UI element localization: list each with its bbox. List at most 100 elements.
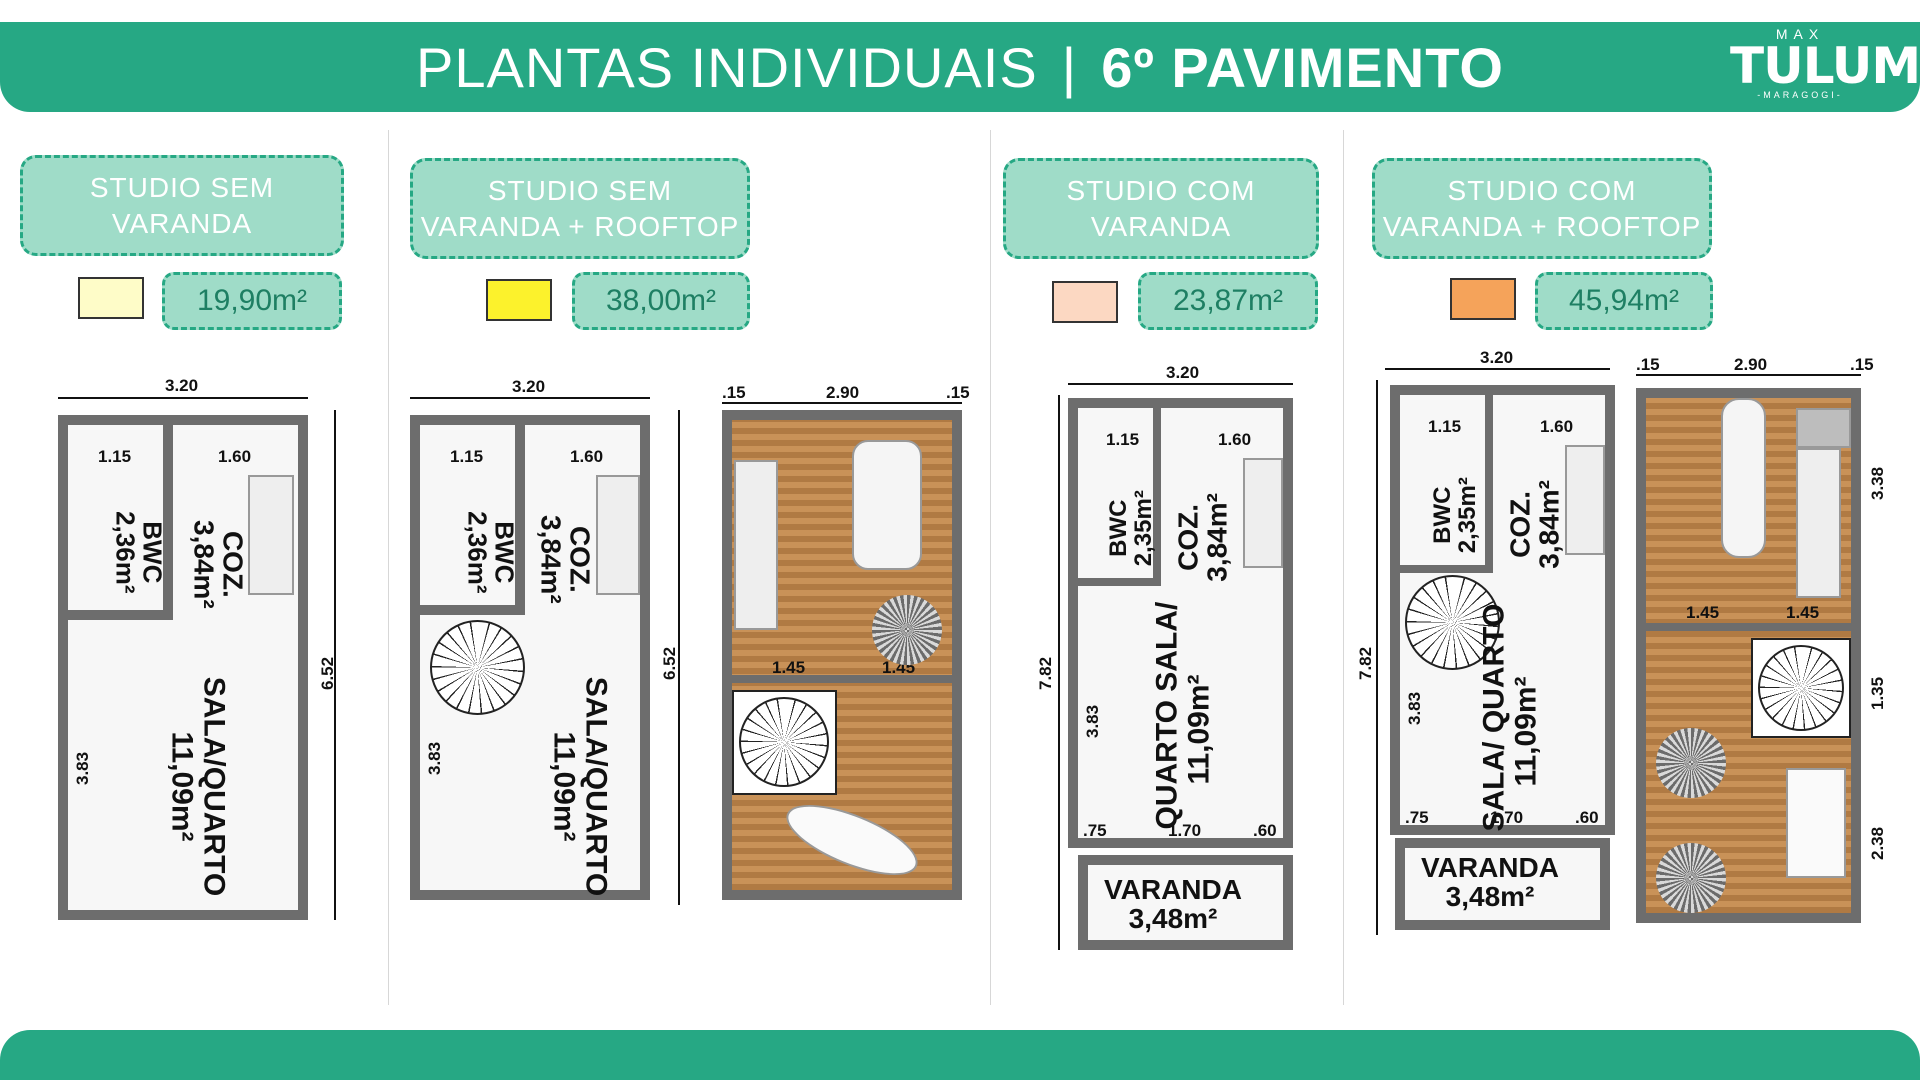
plan-1-bwc-width: 1.15 bbox=[98, 447, 132, 466]
plan-1-kitchen-counter bbox=[248, 475, 294, 595]
plan-2-bwc-width: 1.15 bbox=[450, 447, 484, 466]
unit-4-label-line2: VARANDA + ROOFTOP bbox=[1382, 210, 1702, 242]
roof-2-edge-right: .15 bbox=[946, 383, 970, 402]
unit-3-color-swatch bbox=[1052, 281, 1118, 323]
plan-2-kitchen-counter bbox=[596, 475, 640, 595]
plan-3-height-dim: 7.82 bbox=[1036, 656, 1055, 690]
plan-4-spiral-stair bbox=[1405, 575, 1500, 670]
column-divider bbox=[1343, 130, 1344, 1005]
unit-4-area: 45,94m² bbox=[1535, 272, 1713, 330]
logo-main: TULUM bbox=[1730, 37, 1920, 95]
plan-3-kitchen-counter bbox=[1243, 458, 1283, 568]
plan-4-dim-c: .60 bbox=[1575, 808, 1599, 827]
unit-2-area: 38,00m² bbox=[572, 272, 750, 330]
plan-3-height-line bbox=[1058, 395, 1060, 950]
unit-3-label: STUDIO COM VARANDA bbox=[1003, 158, 1319, 259]
roof-4-counter bbox=[1796, 408, 1851, 448]
plan-3-wall bbox=[1078, 578, 1158, 586]
unit-3-area: 23,87m² bbox=[1138, 272, 1318, 330]
plan-2-width-dim: 3.20 bbox=[512, 377, 546, 396]
plan-1-coz: COZ.3,84m² bbox=[188, 520, 249, 609]
plan-1-sala-height: 3.83 bbox=[73, 751, 92, 785]
footer-band bbox=[0, 1030, 1920, 1080]
roof-4-plant-icon bbox=[1656, 843, 1726, 913]
roof-4-spiral-stair bbox=[1758, 645, 1844, 731]
roof-4-side-dim-3: 2.38 bbox=[1868, 826, 1887, 860]
plan-3-bwc-width: 1.15 bbox=[1106, 430, 1140, 449]
plan-1-width-dim: 3.20 bbox=[165, 376, 199, 395]
plan-4-dim-a: .75 bbox=[1405, 808, 1429, 827]
roof-4-table bbox=[1721, 398, 1766, 558]
roof-4-daybed bbox=[1786, 768, 1846, 878]
roof-2-plant-icon bbox=[872, 595, 942, 665]
logo-top: MAX bbox=[1775, 26, 1825, 42]
unit-2-label-line2: VARANDA + ROOFTOP bbox=[420, 210, 740, 242]
plan-4-height-dim: 7.82 bbox=[1356, 646, 1375, 680]
roof-4-bbq-counter bbox=[1796, 448, 1841, 598]
unit-1-label-line1: STUDIO SEM bbox=[89, 171, 275, 203]
plan-4-kitchen-counter bbox=[1565, 445, 1605, 555]
title-light: PLANTAS INDIVIDUAIS bbox=[416, 35, 1038, 99]
roof-2-edge-left: .15 bbox=[722, 383, 746, 402]
roof-4-edge-left: .15 bbox=[1636, 355, 1660, 374]
roof-2-width-dim: 2.90 bbox=[826, 383, 860, 402]
plan-4-coz: COZ.3,84m² bbox=[1504, 480, 1565, 569]
roof-2-lounger bbox=[777, 790, 927, 890]
plan-2-height-dim: 6.52 bbox=[660, 646, 679, 680]
plan-1-height-line bbox=[334, 410, 336, 920]
plan-1-coz-width: 1.60 bbox=[218, 447, 252, 466]
plan-4-width-line bbox=[1385, 368, 1610, 370]
plan-1-wall bbox=[163, 425, 173, 620]
unit-1-color-swatch bbox=[78, 277, 144, 319]
title-separator: | bbox=[1061, 35, 1078, 99]
plan-3-coz: COZ.3,84m² bbox=[1172, 493, 1233, 582]
roof-4-edge-right: .15 bbox=[1850, 355, 1874, 374]
unit-1-label-line2: VARANDA bbox=[111, 207, 253, 239]
brand-logo: MAX TULUM -MARAGOGI- bbox=[1730, 22, 1920, 112]
rooftop-4: 1.45 1.45 bbox=[1636, 388, 1861, 923]
plan-2-spiral-stair bbox=[430, 620, 525, 715]
roof-2-spiral-stair bbox=[739, 697, 829, 787]
unit-1-area: 19,90m² bbox=[162, 272, 342, 330]
column-divider bbox=[990, 130, 991, 1005]
plan-4-width-dim: 3.20 bbox=[1480, 348, 1514, 367]
roof-4-plant-icon bbox=[1656, 728, 1726, 798]
plan-3-sala: QUARTO SALA/11,09m² bbox=[1150, 601, 1216, 830]
plan-2-sala-height: 3.83 bbox=[425, 741, 444, 775]
plan-4-dim-b: 1.70 bbox=[1490, 808, 1524, 827]
roof-2-bbq-counter bbox=[734, 460, 778, 630]
plan-2-wall bbox=[515, 425, 525, 615]
roof-2-wall bbox=[732, 675, 952, 683]
plan-2-wall bbox=[420, 605, 520, 615]
roof-4-stair-box bbox=[1751, 638, 1851, 738]
roof-2-width-line bbox=[722, 402, 962, 404]
unit-4-color-swatch bbox=[1450, 278, 1516, 320]
unit-1-label: STUDIO SEM VARANDA bbox=[20, 155, 344, 256]
unit-2-label: STUDIO SEM VARANDA + ROOFTOP bbox=[410, 158, 750, 259]
rooftop-2: 1.45 1.45 bbox=[722, 410, 962, 900]
plan-4-wall bbox=[1400, 565, 1490, 573]
plan-2-height-line bbox=[678, 410, 680, 905]
roof-2-table bbox=[852, 440, 922, 570]
plan-1-wall bbox=[68, 610, 168, 620]
roof-4-half-left: 1.45 bbox=[1686, 603, 1720, 622]
plan-3-width-line bbox=[1068, 383, 1293, 385]
plan-3-dim-c: .60 bbox=[1253, 821, 1277, 840]
plan-3-sala-height: 3.83 bbox=[1083, 704, 1102, 738]
plan-1-width-line bbox=[58, 397, 308, 399]
unit-3-label-line1: STUDIO COM bbox=[1066, 174, 1256, 206]
plan-2-coz: COZ.3,84m² bbox=[535, 515, 596, 604]
unit-4-label-line1: STUDIO COM bbox=[1447, 174, 1637, 206]
plan-3-dim-b: 1.70 bbox=[1168, 821, 1202, 840]
